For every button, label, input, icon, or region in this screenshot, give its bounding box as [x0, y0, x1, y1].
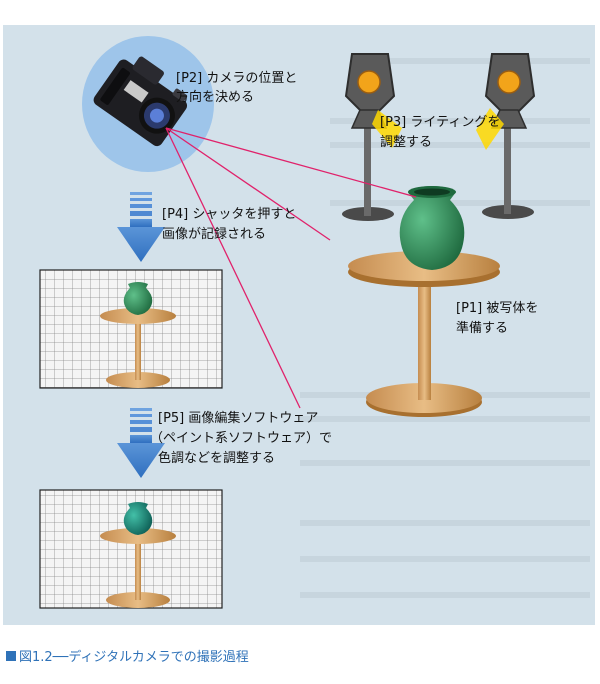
caption-text: 図1.2──ディジタルカメラでの撮影過程	[19, 650, 249, 665]
label-p2-line1: [P2] カメラの位置と	[176, 71, 297, 86]
figure: [P2] カメラの位置と 方向を決める [P3] ライティングを 調整する [P…	[3, 25, 595, 625]
label-p2-line2: 方向を決める	[176, 89, 254, 105]
arrow-down-icon	[117, 192, 165, 262]
label-p4-line2: 画像が記録される	[162, 226, 266, 242]
label-p5-line3: 色調などを調整する	[158, 450, 275, 466]
camera-view-rays	[165, 127, 417, 409]
label-p5-line2: （ペイント系ソフトウェア）で	[150, 431, 332, 446]
label-p3-line2: 調整する	[380, 135, 432, 150]
figure-caption: 図1.2──ディジタルカメラでの撮影過程	[6, 646, 249, 665]
camera-icon	[93, 56, 188, 147]
label-p3-line1: [P3] ライティングを	[380, 115, 500, 130]
caption-square-icon	[6, 650, 16, 661]
vase-icon	[399, 186, 465, 270]
label-p1-line2: 準備する	[456, 320, 508, 336]
label-p1-line1: [P1] 被写体を	[456, 301, 538, 316]
label-p5-line1: [P5] 画像編集ソフトウェア	[158, 410, 318, 426]
edited-image-thumbnail	[39, 489, 223, 609]
spotlight-right-icon	[476, 53, 536, 219]
spotlight-left-icon	[342, 53, 402, 221]
label-p4-line1: [P4] シャッタを押すと	[162, 207, 296, 222]
arrow-down-icon	[117, 408, 165, 478]
captured-image-thumbnail	[39, 269, 223, 389]
